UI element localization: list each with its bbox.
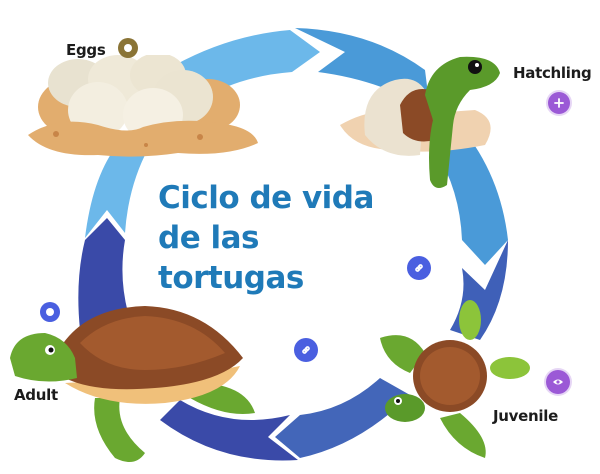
plus-icon: [554, 98, 564, 108]
diagram-title: Ciclo de vida de las tortugas: [158, 178, 398, 298]
title-line-1: Ciclo de vida: [158, 180, 374, 216]
arrow-to-eggs: [85, 148, 145, 238]
eye-icon: [553, 379, 563, 385]
hatchling-hotspot[interactable]: [548, 92, 570, 114]
title-line-2: de las: [158, 220, 260, 256]
adult-hotspot[interactable]: [40, 302, 60, 322]
adult-illustration: [10, 306, 255, 462]
center-link-hotspot[interactable]: [407, 256, 431, 280]
stage-label-adult: Adult: [14, 386, 58, 404]
link-icon: [302, 346, 310, 354]
stage-label-eggs: Eggs: [66, 41, 106, 59]
juvenile-illustration: [380, 300, 530, 458]
stage-label-juvenile: Juvenile: [493, 407, 558, 425]
stage-label-hatchling: Hatchling: [513, 64, 592, 82]
hatchling-illustration: [340, 56, 500, 189]
ring-icon: [46, 308, 54, 316]
arrow-to-adult: [160, 400, 298, 461]
arrow-adult-to-eggs: [78, 218, 130, 330]
juvenile-hotspot[interactable]: [546, 370, 570, 394]
title-line-3: tortugas: [158, 260, 304, 296]
lower-link-hotspot[interactable]: [294, 338, 318, 362]
eggs-illustration: [28, 55, 258, 157]
eggs-hotspot[interactable]: [118, 38, 138, 58]
link-icon: [415, 264, 423, 272]
arrow-juvenile-to-adult: [275, 378, 410, 458]
arrow-hatchling-to-juvenile: [435, 120, 508, 265]
ring-icon: [124, 44, 132, 52]
